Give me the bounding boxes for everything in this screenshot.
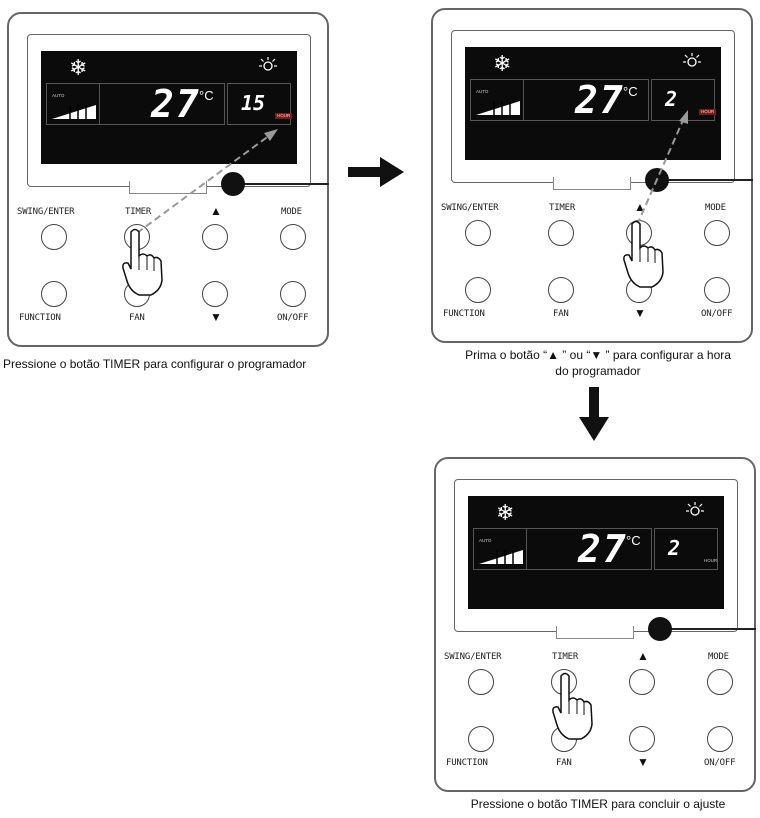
up-button[interactable] [202,224,228,250]
function-label: FUNCTION [446,758,488,768]
on-off-button[interactable] [707,726,733,752]
temperature-unit: °C [199,89,214,102]
down-arrow-label: ▼ [634,307,646,319]
remote-panel-1: ❄ AUTO 27 °C 15 HOUR SWING/ENTER TIMER ▲… [7,12,329,347]
down-arrow-label: ▼ [210,311,222,323]
snowflake-icon: ❄ [69,57,87,79]
sensor-line [657,179,753,181]
caption-1: Pressione o botão TIMER para configurar … [3,356,333,372]
mode-button[interactable] [707,669,733,695]
auto-label: AUTO [476,89,488,94]
display-slot [553,177,631,190]
hour-badge: HOUR [275,113,292,119]
sensor-knob [648,617,672,641]
swing-enter-button[interactable] [465,220,491,246]
timer-readout: 2 [668,538,680,558]
fan-label: FAN [553,309,569,319]
caption-3: Pressione o botão TIMER para concluir o … [437,796,759,812]
temperature-unit: °C [623,85,638,98]
down-button[interactable] [629,726,655,752]
fan-button[interactable] [548,277,574,303]
lcd-screen: ❄ AUTO 27 °C 2 HOUR [465,47,721,160]
swing-enter-label: SWING/ENTER [444,652,501,662]
swing-enter-label: SWING/ENTER [17,207,74,217]
hour-badge: HOUR [702,558,719,564]
up-arrow-label: ▲ [637,650,649,662]
caption-2-line-1: Prima o botão “▲ ” ou “▼ ” para configur… [437,347,759,363]
fan-label: FAN [556,758,572,768]
bulb-icon [683,53,701,71]
timer-label: TIMER [125,207,151,217]
on-off-label: ON/OFF [277,313,308,323]
temperature-unit: °C [626,534,641,547]
bulb-icon [259,57,277,75]
caption-2: Prima o botão “▲ ” ou “▼ ” para configur… [437,347,759,379]
on-off-button[interactable] [280,281,306,307]
sensor-line [660,628,756,630]
sensor-knob [221,172,245,196]
sensor-knob [645,168,669,192]
up-arrow-label: ▲ [634,201,646,213]
temperature-readout: 27 [578,530,628,568]
function-button[interactable] [468,726,494,752]
lcd-screen: ❄ AUTO 27 °C 15 HOUR [41,51,297,164]
up-button[interactable] [629,669,655,695]
on-off-label: ON/OFF [701,309,732,319]
function-button[interactable] [41,281,67,307]
caption-2-line-2: do programador [437,363,759,379]
timer-readout: 2 [665,89,677,109]
down-button[interactable] [202,281,228,307]
display-slot [129,181,207,194]
on-off-label: ON/OFF [704,758,735,768]
mode-label: MODE [708,652,729,662]
timer-label: TIMER [549,203,575,213]
timer-readout: 15 [241,93,265,113]
function-label: FUNCTION [19,313,61,323]
function-button[interactable] [465,277,491,303]
on-off-button[interactable] [704,277,730,303]
temperature-readout: 27 [151,85,201,123]
function-label: FUNCTION [443,309,485,319]
swing-enter-button[interactable] [468,669,494,695]
timer-label: TIMER [552,652,578,662]
swing-enter-button[interactable] [41,224,67,250]
display-slot [556,626,634,639]
sensor-line [233,183,329,185]
swing-enter-label: SWING/ENTER [441,203,498,213]
down-arrow-label: ▼ [637,756,649,768]
temperature-readout: 27 [575,81,625,119]
up-arrow-label: ▲ [210,205,222,217]
auto-label: AUTO [479,538,491,543]
fan-label: FAN [129,313,145,323]
bulb-icon [686,502,704,520]
hour-badge: HOUR [699,109,716,115]
remote-panel-2: ❄ AUTO 27 °C 2 HOUR SWING/ENTER TIMER ▲ … [431,8,753,343]
mode-label: MODE [705,203,726,213]
mode-button[interactable] [280,224,306,250]
fan-speed-bars [479,550,523,564]
mode-button[interactable] [704,220,730,246]
arrow-down-icon [579,387,609,441]
hand-pointer-icon [551,672,595,742]
hand-pointer-icon [622,220,666,290]
auto-label: AUTO [52,93,64,98]
snowflake-icon: ❄ [493,53,511,75]
mode-label: MODE [281,207,302,217]
lcd-screen: ❄ AUTO 27 °C 2 HOUR [468,496,724,609]
snowflake-icon: ❄ [496,502,514,524]
arrow-right-icon [348,157,404,187]
timer-button[interactable] [548,220,574,246]
fan-speed-bars [52,105,96,119]
hand-pointer-icon [121,228,165,298]
remote-panel-3: ❄ AUTO 27 °C 2 HOUR SWING/ENTER TIMER ▲ … [434,457,756,792]
fan-speed-bars [476,101,520,115]
